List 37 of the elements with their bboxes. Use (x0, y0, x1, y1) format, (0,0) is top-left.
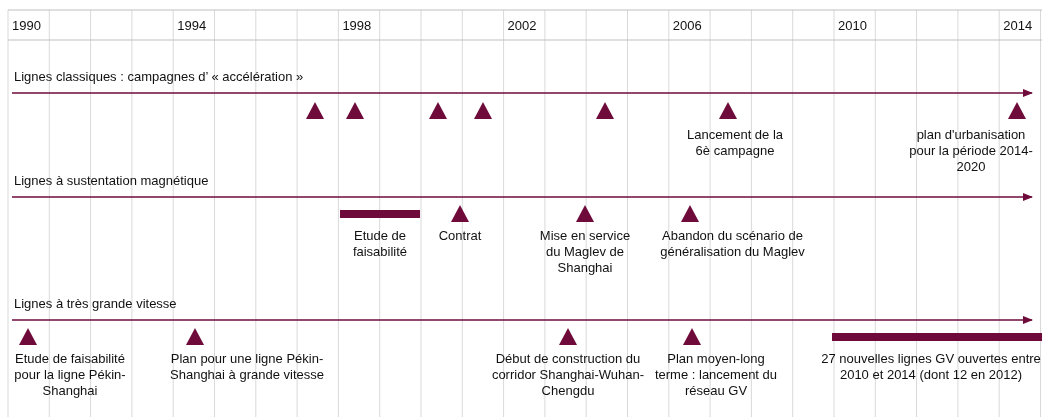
event-marker (429, 102, 447, 119)
event-caption: Plan pour une ligne Pékin-Shanghai à grande vitesse (169, 351, 325, 383)
event-marker (596, 102, 614, 119)
year-label: 1990 (12, 18, 41, 33)
event-marker (19, 328, 37, 345)
event-caption: Plan moyen-long terme : lancement du réseau GV (653, 351, 779, 399)
period-bar (832, 333, 1042, 341)
event-marker (683, 328, 701, 345)
event-marker (306, 102, 324, 119)
event-marker (1008, 102, 1026, 119)
lane-title: Lignes à très grande vitesse (14, 296, 177, 311)
event-marker (451, 205, 469, 222)
event-marker (576, 205, 594, 222)
event-caption: Début de construction du corridor Shanghai-Wuhan-Chengdu (490, 351, 646, 399)
year-label: 2014 (1003, 18, 1033, 33)
lane-title: Lignes à sustentation magnétique (14, 173, 209, 188)
event-caption: plan d'urbanisation pour la période 2014-2020 (908, 127, 1034, 175)
year-label: 2010 (838, 18, 867, 33)
period-bar (340, 210, 420, 218)
event-marker (719, 102, 737, 119)
event-marker (474, 102, 492, 119)
event-caption: 27 nouvelles lignes GV ouvertes entre 2010 et 2014 (dont 12 en 2012) (820, 351, 1042, 383)
year-label: 2006 (672, 18, 702, 33)
event-marker (186, 328, 204, 345)
lane-title: Lignes classiques : campagnes d’ « accélération » (14, 69, 304, 84)
event-caption: Etude de faisabilité (351, 228, 409, 260)
event-marker (559, 328, 577, 345)
event-caption: Abandon du scénario de généralisation du Maglev (659, 228, 806, 260)
event-caption: Lancement de la 6è campagne (685, 127, 785, 159)
event-caption: Etude de faisabilité pour la ligne Pékin-Shanghai (13, 351, 127, 399)
event-caption: Mise en service du Maglev de Shanghai (538, 228, 632, 276)
event-caption: Contrat (437, 228, 483, 244)
year-label: 1994 (177, 18, 207, 33)
event-marker (681, 205, 699, 222)
year-label: 2002 (507, 18, 537, 33)
event-marker (346, 102, 364, 119)
year-label: 1998 (342, 18, 372, 33)
